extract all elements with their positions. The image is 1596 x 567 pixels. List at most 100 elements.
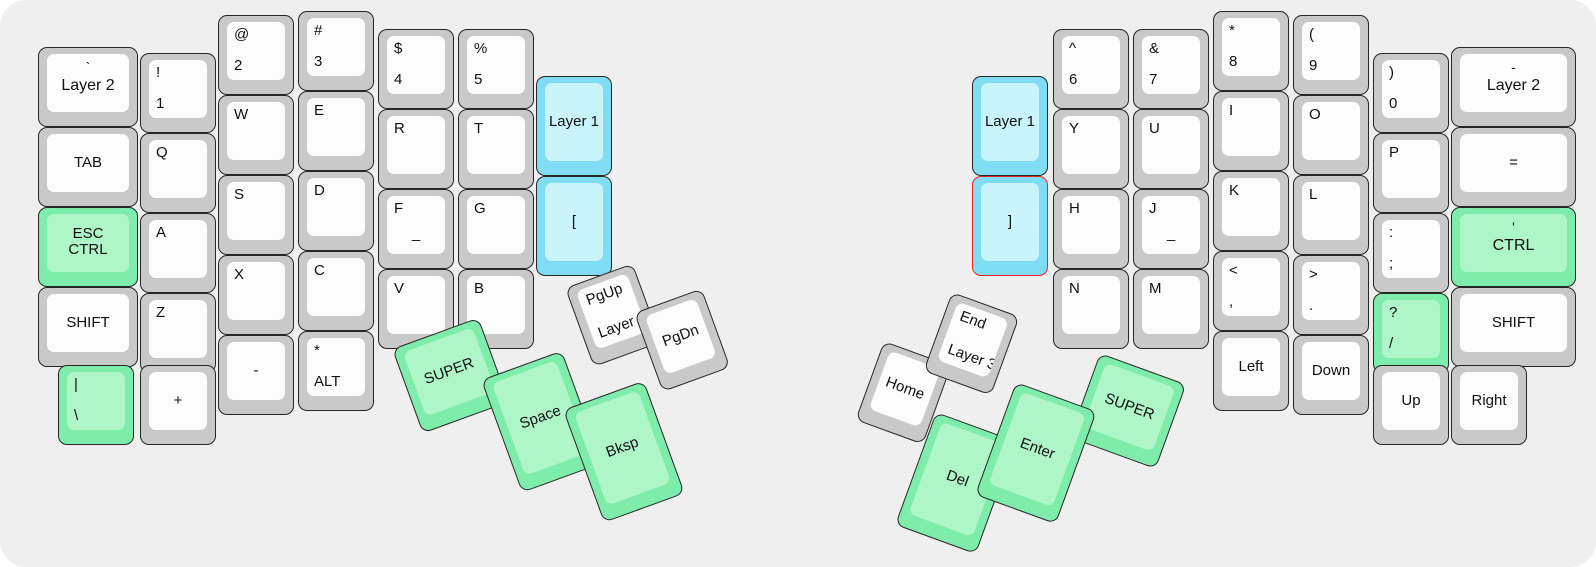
- key-comma[interactable]: <,: [1213, 251, 1289, 331]
- key-s[interactable]: S: [218, 175, 294, 255]
- key-2[interactable]: @2: [218, 15, 294, 95]
- key-esc-ctrl[interactable]: ESC CTRL: [38, 207, 138, 287]
- key-g[interactable]: G: [458, 189, 534, 269]
- key-b[interactable]: B: [458, 269, 534, 349]
- key-period[interactable]: >.: [1293, 255, 1369, 335]
- key-legend-upper: @: [234, 26, 250, 43]
- key-face: T: [467, 116, 525, 174]
- key-face: SHIFT: [1460, 294, 1567, 352]
- key-a[interactable]: A: [140, 213, 216, 293]
- key-bracket-left[interactable]: [: [536, 176, 612, 276]
- key-tab[interactable]: TAB: [38, 127, 138, 207]
- key-grave-layer2[interactable]: `Layer 2: [38, 47, 138, 127]
- key-shift-right[interactable]: SHIFT: [1451, 287, 1576, 367]
- key-c[interactable]: C: [298, 251, 374, 331]
- key-w[interactable]: W: [218, 95, 294, 175]
- key-m[interactable]: M: [1133, 269, 1209, 349]
- key-3[interactable]: #3: [298, 11, 374, 91]
- key-legend-lower: 1: [156, 95, 165, 113]
- key-legend-lower: \: [74, 407, 79, 425]
- key-face: I: [1222, 98, 1280, 156]
- key-left[interactable]: Left: [1213, 331, 1289, 411]
- key-e[interactable]: E: [298, 91, 374, 171]
- key-5[interactable]: %5: [458, 29, 534, 109]
- key-right[interactable]: Right: [1451, 365, 1527, 445]
- key-layer1-right[interactable]: Layer 1: [972, 76, 1048, 176]
- key-o[interactable]: O: [1293, 95, 1369, 175]
- key-legend-letter: X: [234, 266, 245, 283]
- key-legend-upper: (: [1309, 26, 1314, 43]
- key-0[interactable]: )0: [1373, 53, 1449, 133]
- key-bksp[interactable]: Bksp: [563, 380, 685, 523]
- key-face: Bksp: [573, 390, 672, 506]
- key-7[interactable]: &7: [1133, 29, 1209, 109]
- key-slash[interactable]: ?/: [1373, 293, 1449, 373]
- key-r[interactable]: R: [378, 109, 454, 189]
- key-legend-upper: ^: [1069, 40, 1077, 57]
- key-legend-letter: S: [234, 186, 245, 203]
- key-j[interactable]: J_: [1133, 189, 1209, 269]
- key-dash-layer2[interactable]: -Layer 2: [1451, 47, 1576, 127]
- key-k[interactable]: K: [1213, 171, 1289, 251]
- key-legend-upper: *: [314, 342, 320, 359]
- key-up[interactable]: Up: [1373, 365, 1449, 445]
- key-legend-letter: W: [234, 106, 249, 123]
- key-i[interactable]: I: [1213, 91, 1289, 171]
- key-face: @2: [227, 22, 285, 80]
- key-semicolon[interactable]: :;: [1373, 213, 1449, 293]
- key-z[interactable]: Z: [140, 293, 216, 373]
- key-y[interactable]: Y: [1053, 109, 1129, 189]
- key-x[interactable]: X: [218, 255, 294, 335]
- key-6[interactable]: ^6: [1053, 29, 1129, 109]
- key-legend-upper: >: [1309, 266, 1318, 283]
- key-equals[interactable]: =: [1451, 127, 1576, 207]
- key-star-alt[interactable]: *ALT: [298, 331, 374, 411]
- key-legend-lower: ;: [1389, 255, 1394, 273]
- key-t[interactable]: T: [458, 109, 534, 189]
- key-n[interactable]: N: [1053, 269, 1129, 349]
- key-l[interactable]: L: [1293, 175, 1369, 255]
- key-face: O: [1302, 102, 1360, 160]
- key-pipe-backslash[interactable]: |\: [58, 365, 134, 445]
- key-u[interactable]: U: [1133, 109, 1209, 189]
- key-face: E: [307, 98, 365, 156]
- key-p[interactable]: P: [1373, 133, 1449, 213]
- key-bracket-right[interactable]: ]: [972, 176, 1048, 276]
- key-legend-upper: $: [394, 40, 403, 57]
- key-legend-letter: N: [1069, 280, 1080, 297]
- key-q[interactable]: Q: [140, 133, 216, 213]
- key-down[interactable]: Down: [1293, 335, 1369, 415]
- key-legend-lower: ,: [1229, 293, 1234, 311]
- key-4[interactable]: $4: [378, 29, 454, 109]
- key-shift[interactable]: SHIFT: [38, 287, 138, 367]
- key-h[interactable]: H: [1053, 189, 1129, 269]
- key-legend-letter: F: [394, 200, 404, 217]
- key-9[interactable]: (9: [1293, 15, 1369, 95]
- key-f[interactable]: F_: [378, 189, 454, 269]
- key-face: K: [1222, 178, 1280, 236]
- key-face: ^6: [1062, 36, 1120, 94]
- key-legend-lower: 8: [1229, 53, 1238, 71]
- key-face: *ALT: [307, 338, 365, 396]
- key-legend-upper: -: [1511, 59, 1516, 75]
- key-face: ESC CTRL: [47, 214, 129, 272]
- key-legend-main: CTRL: [1492, 236, 1535, 254]
- key-minus[interactable]: -: [218, 335, 294, 415]
- key-face: Right: [1460, 372, 1518, 430]
- key-8[interactable]: *8: [1213, 11, 1289, 91]
- key-pgdn[interactable]: PgDn: [634, 288, 731, 392]
- key-face: Left: [1222, 338, 1280, 396]
- key-face: &7: [1142, 36, 1200, 94]
- key-1[interactable]: !1: [140, 53, 216, 133]
- key-quote-ctrl[interactable]: 'CTRL: [1451, 207, 1576, 287]
- key-plus[interactable]: +: [140, 365, 216, 445]
- key-legend-letter: A: [156, 224, 167, 241]
- key-layer1-left[interactable]: Layer 1: [536, 76, 612, 176]
- key-d[interactable]: D: [298, 171, 374, 251]
- key-face: Layer 1: [545, 83, 603, 161]
- key-legend-lower: /: [1389, 335, 1394, 353]
- key-legend-main: Home: [883, 373, 927, 404]
- key-legend-letter: B: [474, 280, 485, 297]
- key-v[interactable]: V: [378, 269, 454, 349]
